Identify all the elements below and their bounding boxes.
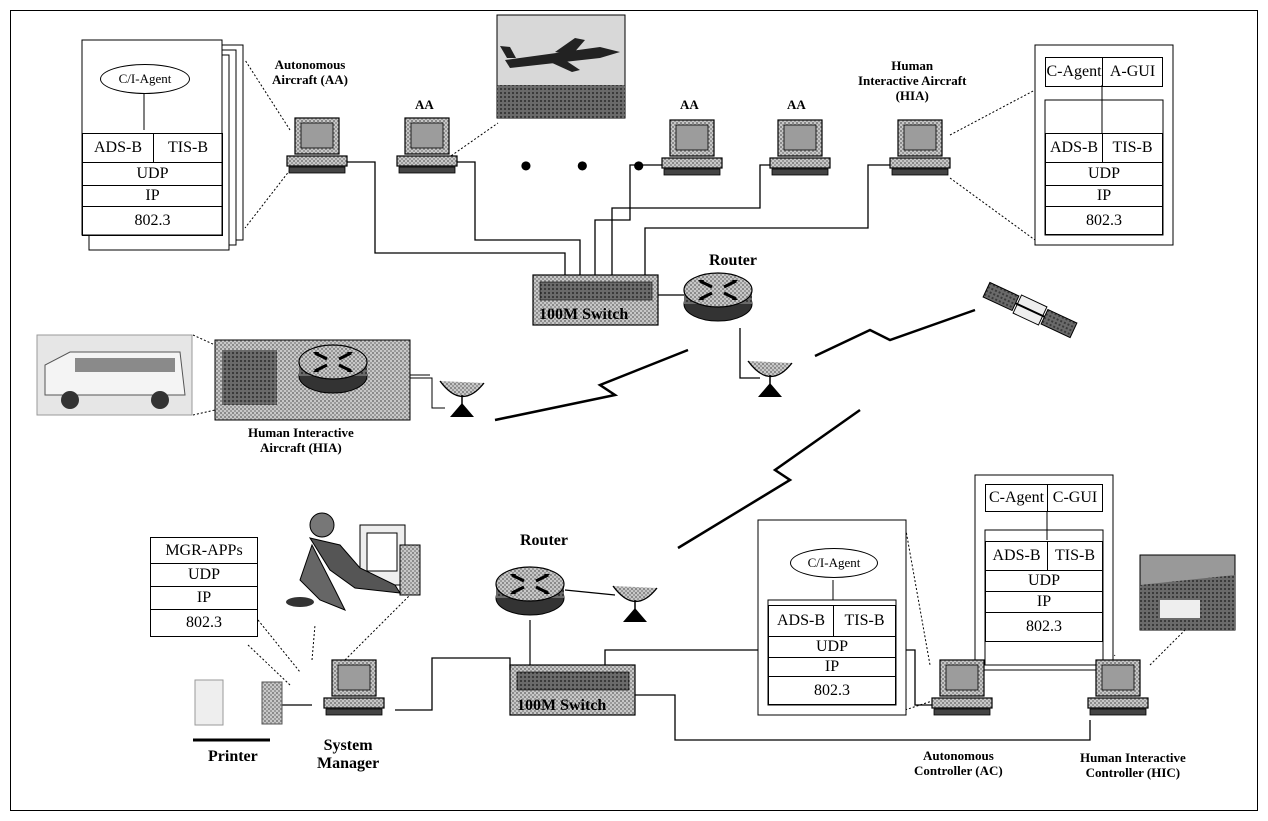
ac-udp-cell: UDP [768, 636, 896, 658]
aa-tisb-cell: TIS-B [153, 133, 223, 163]
hic-adsb-cell: ADS-B [985, 541, 1048, 571]
mgr-udp-cell: UDP [150, 563, 258, 587]
top-callout-lines [244, 59, 1036, 241]
aa-computer-2 [396, 117, 458, 174]
bottom-switch [509, 664, 636, 716]
cockpit-photo [1139, 554, 1236, 631]
diagram-frame [10, 10, 1258, 811]
hic-gui-cell: C-GUI [1047, 484, 1103, 512]
van-dish [439, 380, 485, 418]
label-human-interactive-controller: Human Interactive Controller (HIC) [1080, 750, 1186, 780]
label-autonomous-aircraft: Autonomous Aircraft (AA) [272, 57, 348, 87]
printer-icon [193, 679, 283, 742]
ac-tisb-cell: TIS-B [833, 605, 896, 637]
aa-adsb-cell: ADS-B [82, 133, 154, 163]
bottom-network-cables [280, 649, 1091, 741]
airplane-photo [496, 14, 626, 119]
label-printer: Printer [208, 748, 258, 765]
hia-udp-cell: UDP [1045, 162, 1163, 186]
bottom-callout-lines [247, 524, 1191, 716]
hia-gui-cell: A-GUI [1102, 57, 1163, 87]
ac-8023-cell: 802.3 [768, 676, 896, 705]
label-router-bottom: Router [520, 532, 568, 549]
hic-computer [1087, 659, 1149, 716]
top-switch [532, 274, 659, 326]
label-aa-1: AA [415, 97, 434, 112]
ac-computer [931, 659, 993, 716]
ac-ip-cell: IP [768, 657, 896, 677]
person-at-computer-icon [286, 512, 421, 611]
mgr-ip-cell: IP [150, 586, 258, 610]
aa-ip-cell: IP [82, 185, 223, 207]
van-router [297, 343, 369, 395]
mgr-8023-cell: 802.3 [150, 609, 258, 637]
hic-tisb-cell: TIS-B [1047, 541, 1103, 571]
label-autonomous-controller: Autonomous Controller (AC) [914, 748, 1003, 778]
hia-adsb-cell: ADS-B [1045, 133, 1103, 163]
mgr-apps-cell: MGR-APPs [150, 537, 258, 564]
ellipsis: • • • [520, 148, 663, 185]
van-photo [36, 334, 216, 416]
hic-udp-cell: UDP [985, 570, 1103, 592]
top-router [682, 271, 754, 323]
label-hia-van: Human Interactive Aircraft (HIA) [248, 425, 354, 455]
hia-computer [889, 119, 951, 176]
top-network-cables [345, 161, 892, 379]
hia-ip-cell: IP [1045, 185, 1163, 207]
label-router-top: Router [709, 252, 757, 269]
hic-8023-cell: 802.3 [985, 612, 1103, 642]
label-system-manager: System Manager [317, 737, 380, 772]
ac-adsb-cell: ADS-B [768, 605, 834, 637]
aa-computer-3 [661, 119, 723, 176]
system-manager-computer [323, 659, 385, 716]
aa-computer-1 [286, 117, 348, 174]
aa-agent-oval: C/I-Agent [100, 64, 190, 94]
aa-8023-cell: 802.3 [82, 206, 223, 236]
label-aa-3: AA [787, 97, 806, 112]
label-hia-top: Human Interactive Aircraft (HIA) [858, 58, 967, 103]
hia-stack-border [1034, 44, 1174, 246]
label-aa-2: AA [680, 97, 699, 112]
radio-links [494, 308, 976, 550]
label-switch-top: 100M Switch [539, 306, 629, 323]
hia-8023-cell: 802.3 [1045, 206, 1163, 235]
aa-udp-cell: UDP [82, 162, 223, 186]
bottom-router [494, 565, 566, 617]
hia-agent-cell: C-Agent [1045, 57, 1103, 87]
hic-ip-cell: IP [985, 591, 1103, 613]
top-dish [747, 360, 793, 398]
aa-computer-4 [769, 119, 831, 176]
hic-stack-border [974, 474, 1114, 671]
hic-agent-cell: C-Agent [985, 484, 1048, 512]
bottom-dish [612, 585, 658, 623]
ac-agent-oval: C/I-Agent [790, 548, 878, 578]
label-switch-bottom: 100M Switch [517, 697, 607, 714]
satellite-icon [982, 281, 1078, 339]
hia-tisb-cell: TIS-B [1102, 133, 1163, 163]
